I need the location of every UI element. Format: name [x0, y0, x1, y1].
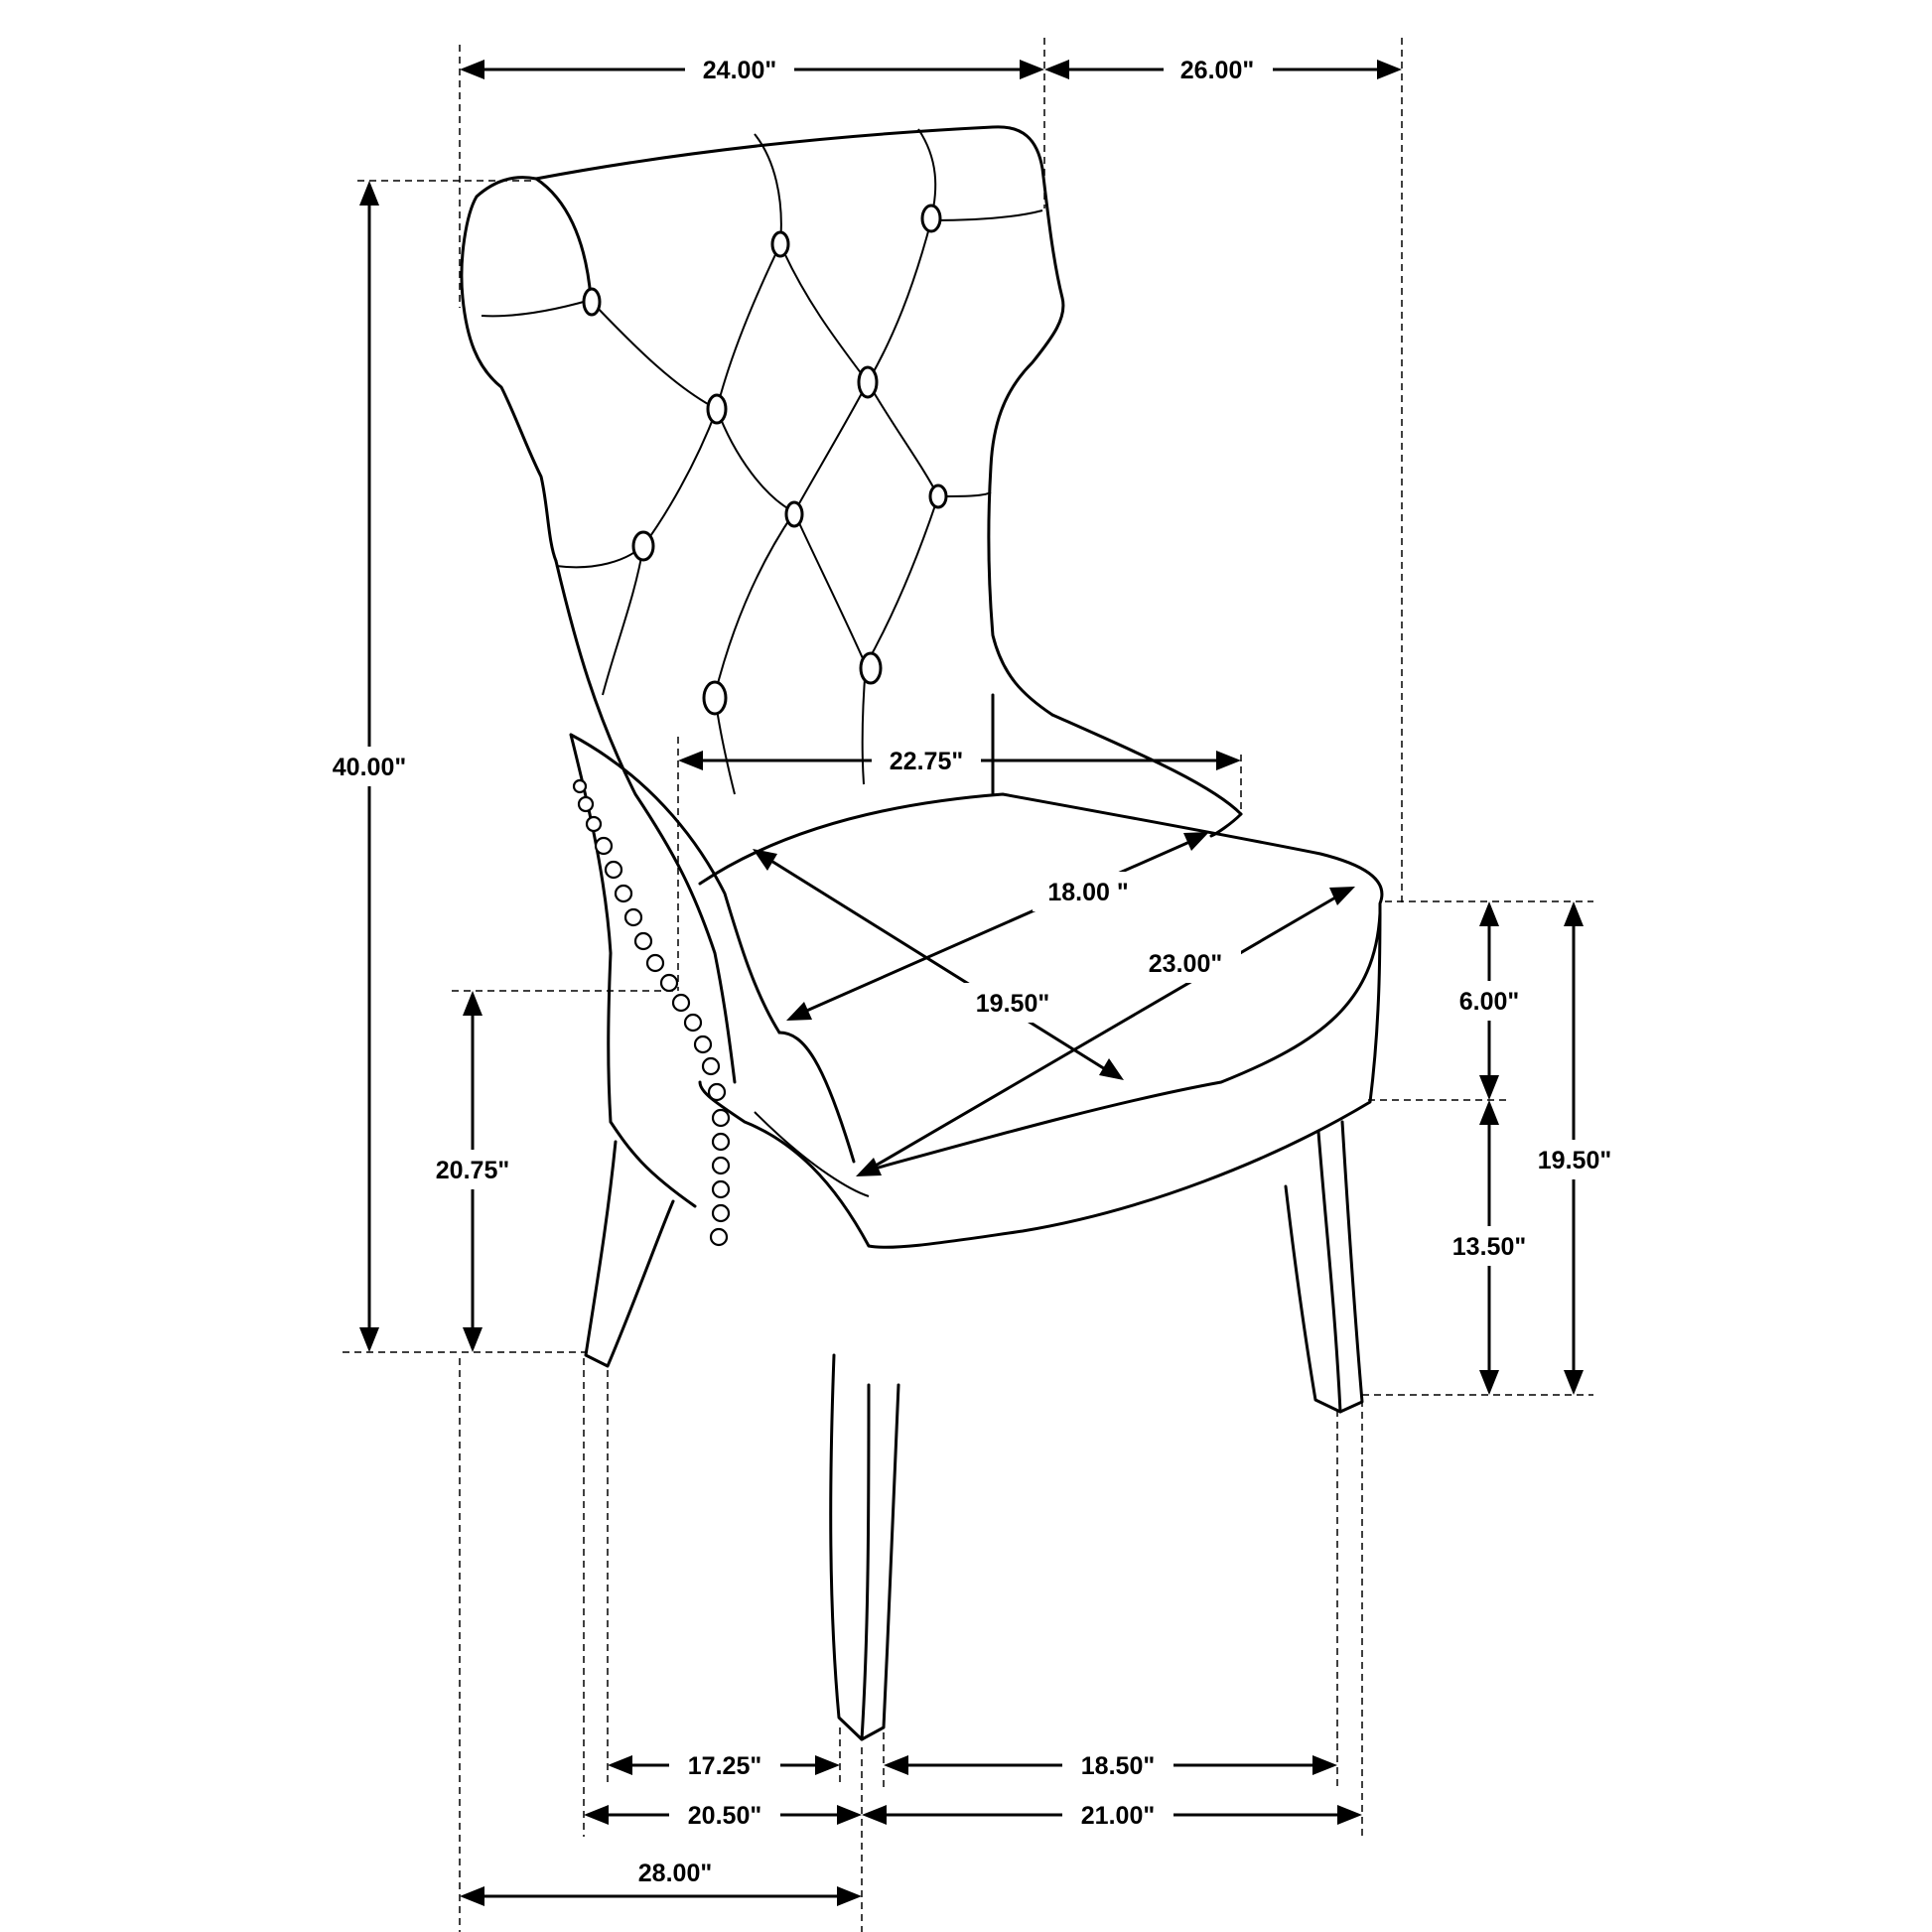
dim-label-inner-leg-right: 18.50" [1081, 1752, 1155, 1780]
dim-outer-leg-left: 20.50" [584, 1795, 862, 1835]
tuft-button [706, 393, 728, 425]
dim-seat-cushion: 6.00" [1438, 901, 1541, 1100]
leg-back-left [584, 1140, 675, 1368]
dim-label-arm-height: 20.75" [436, 1157, 509, 1184]
dim-label-seat-depth: 19.50" [976, 990, 1049, 1018]
dim-seat-diag-front: 23.00" [856, 887, 1355, 1176]
extension-lines [343, 38, 1593, 1932]
dim-arm-height: 20.75" [417, 991, 528, 1352]
nailhead [614, 884, 633, 903]
nailhead [693, 1035, 713, 1054]
dim-label-outer-leg-left: 20.50" [688, 1802, 761, 1830]
nailhead [711, 1156, 731, 1175]
back-roll-seam [481, 299, 592, 318]
tuft-button [859, 651, 883, 685]
nailhead [623, 907, 643, 927]
chair-seat [698, 693, 1384, 1249]
dim-label-outer-leg-right: 21.00" [1081, 1802, 1155, 1830]
tuft-button [631, 530, 655, 562]
leg-back-right-edge [1316, 1130, 1342, 1414]
tuft-buttons [582, 204, 948, 716]
dim-label-seat-width: 22.75" [890, 748, 963, 775]
dim-label-seat-cushion: 6.00" [1459, 988, 1520, 1016]
dim-outer-leg-right: 21.00" [862, 1795, 1362, 1835]
dim-inner-leg-left: 17.25" [608, 1745, 840, 1785]
dim-label-seat-diag-front: 23.00" [1149, 950, 1222, 978]
dim-label-base-depth: 28.00" [638, 1860, 712, 1887]
tufting-lines [555, 219, 992, 795]
nailhead [709, 1227, 729, 1247]
tuft-button [770, 230, 790, 258]
leg-front-edge [860, 1383, 871, 1741]
tuft-button [582, 287, 602, 317]
dim-label-leg-height: 13.50" [1452, 1233, 1526, 1261]
nailhead [701, 1056, 721, 1076]
nailhead [572, 778, 588, 794]
dim-overall-height: 40.00" [316, 181, 425, 1352]
tuft-button [928, 483, 948, 509]
nailhead [659, 973, 679, 993]
back-top-seam-right [930, 209, 1043, 221]
nailhead [585, 815, 603, 833]
tuft-button [857, 365, 879, 399]
nailhead [707, 1082, 727, 1102]
dim-seat-diag-back: 18.00 " [786, 832, 1209, 1021]
back-roll-left [534, 177, 593, 300]
dim-base-depth: 28.00" [460, 1855, 862, 1906]
dim-label-inner-leg-left: 17.25" [688, 1752, 761, 1780]
nailhead [711, 1179, 731, 1199]
nailhead [711, 1108, 731, 1128]
seat-piping [754, 1111, 870, 1197]
leg-back-right [1284, 1120, 1364, 1414]
nailhead [711, 1132, 731, 1152]
arm-end [1209, 812, 1243, 838]
dim-leg-height: 13.50" [1434, 1100, 1545, 1395]
dim-label-top-width: 24.00" [703, 57, 776, 84]
dim-label-top-depth: 26.00" [1180, 57, 1254, 84]
nailhead [645, 953, 665, 973]
chair-back [460, 125, 1065, 717]
nailhead [633, 931, 653, 951]
tuft-button [784, 500, 804, 528]
dim-top-depth: 26.00" [1044, 50, 1402, 89]
chair-left-side [554, 559, 781, 1208]
leg-front [829, 1353, 900, 1741]
back-top-pleat-1 [754, 133, 782, 245]
dim-label-seat-diag-back: 18.00 " [1047, 879, 1128, 906]
dim-seat-depth: 19.50" [753, 849, 1124, 1080]
dim-seat-height: 19.50" [1519, 901, 1630, 1395]
nailhead [577, 795, 595, 813]
dim-seat-width: 22.75" [678, 741, 1241, 780]
nailhead [671, 993, 691, 1013]
dim-label-overall-height: 40.00" [333, 754, 406, 781]
nailhead [683, 1013, 703, 1033]
nailhead [711, 1203, 731, 1223]
nailhead [594, 836, 614, 856]
nailhead-trim [572, 778, 731, 1247]
chair-outline [460, 125, 1384, 1741]
dim-inner-leg-right: 18.50" [884, 1745, 1337, 1785]
dim-top-width: 24.00" [460, 50, 1044, 89]
seat-front-edge [862, 911, 1382, 1173]
nailhead [604, 860, 623, 880]
tuft-button [702, 680, 728, 716]
dim-label-seat-height: 19.50" [1538, 1147, 1611, 1174]
tuft-button [920, 204, 942, 233]
